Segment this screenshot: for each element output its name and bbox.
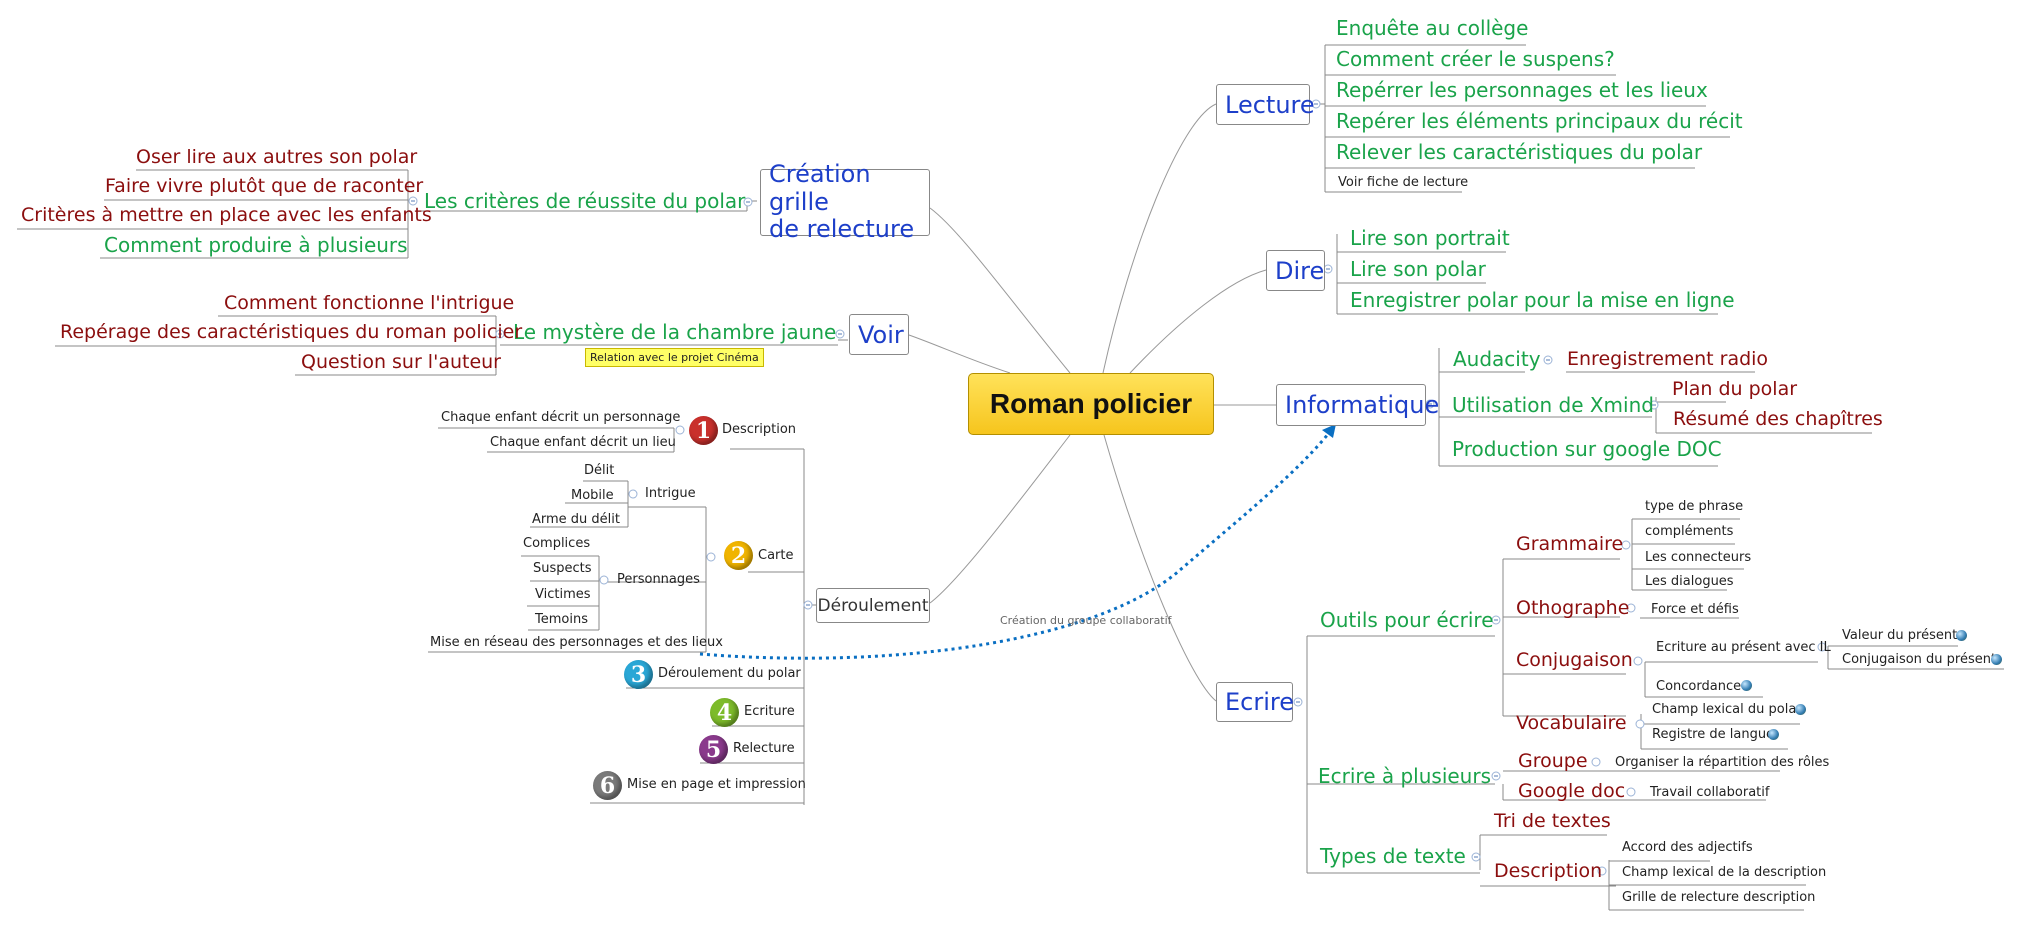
- dire-item-1[interactable]: Lire son portrait: [1350, 226, 1510, 250]
- conj-valeur[interactable]: Valeur du présent: [1842, 628, 1958, 643]
- branch-voir-label: Voir: [858, 320, 904, 349]
- plusieurs-googledoc[interactable]: Google doc: [1518, 780, 1626, 802]
- grammaire-item-2[interactable]: compléments: [1645, 524, 1734, 539]
- grammaire-item-4[interactable]: Les dialogues: [1645, 574, 1734, 589]
- branch-voir[interactable]: Voir: [849, 314, 909, 355]
- creation-label-line2: de relecture: [769, 215, 915, 244]
- desc-item-3[interactable]: Grille de relecture description: [1622, 890, 1816, 905]
- branch-informatique-label: Informatique: [1285, 391, 1440, 419]
- ecrire-outils[interactable]: Outils pour écrire: [1320, 608, 1494, 632]
- ecrire-othographe[interactable]: Othographe: [1516, 597, 1630, 619]
- perso-complices[interactable]: Complices: [523, 536, 591, 551]
- lecture-item-5[interactable]: Relever les caractéristiques du polar: [1336, 140, 1703, 164]
- grammaire-item-3[interactable]: Les connecteurs: [1645, 550, 1752, 565]
- deroulement-mise-en-page[interactable]: Mise en page et impression: [627, 777, 806, 792]
- lecture-item-2[interactable]: Comment créer le suspens?: [1336, 47, 1615, 71]
- branch-ecrire[interactable]: Ecrire: [1216, 682, 1294, 722]
- othographe-force[interactable]: Force et défis: [1651, 602, 1739, 617]
- perso-temoins[interactable]: Temoins: [535, 612, 588, 627]
- voir-item-3[interactable]: Question sur l'auteur: [301, 351, 501, 373]
- branch-informatique[interactable]: Informatique: [1276, 384, 1439, 426]
- ecrire-conjugaison[interactable]: Conjugaison: [1516, 649, 1633, 671]
- branch-deroulement[interactable]: Déroulement: [816, 588, 930, 623]
- dire-item-2[interactable]: Lire son polar: [1350, 257, 1486, 281]
- info-google[interactable]: Production sur google DOC: [1452, 437, 1722, 461]
- ecrire-vocabulaire[interactable]: Vocabulaire: [1516, 712, 1627, 734]
- desc-item-1[interactable]: Accord des adjectifs: [1622, 840, 1753, 855]
- number-6-icon: 6: [593, 771, 622, 800]
- creation-comment[interactable]: Comment produire à plusieurs: [104, 233, 408, 257]
- branch-creation-grille[interactable]: Création grille de relecture: [760, 160, 930, 243]
- info-plan[interactable]: Plan du polar: [1672, 378, 1798, 400]
- voir-mystere[interactable]: Le mystère de la chambre jaune: [513, 320, 837, 344]
- globe-icon: [1741, 680, 1752, 691]
- branch-deroulement-label: Déroulement: [817, 595, 929, 616]
- plusieurs-groupe[interactable]: Groupe: [1518, 750, 1588, 772]
- intrigue-arme[interactable]: Arme du délit: [532, 512, 620, 527]
- carte-reseau[interactable]: Mise en réseau des personnages et des li…: [430, 635, 723, 650]
- branch-dire[interactable]: Dire: [1266, 250, 1325, 291]
- branch-ecrire-label: Ecrire: [1225, 688, 1294, 716]
- googledoc-travail[interactable]: Travail collaboratif: [1650, 785, 1770, 800]
- ecrire-plusieurs[interactable]: Ecrire à plusieurs: [1318, 764, 1491, 788]
- creation-criteres[interactable]: Les critères de réussite du polar: [424, 189, 746, 213]
- voir-item-1[interactable]: Comment fonctionne l'intrigue: [224, 292, 515, 314]
- conj-ecriture-il[interactable]: Ecriture au présent avec IL: [1656, 640, 1831, 655]
- deroulement-polar[interactable]: Déroulement du polar: [658, 666, 801, 681]
- relationship-label[interactable]: Création du groupe collaboratif: [1000, 614, 1172, 627]
- number-4-icon: 4: [710, 698, 739, 727]
- voir-item-2[interactable]: Repérage des caractéristiques du roman p…: [60, 321, 523, 343]
- desc-lieu[interactable]: Chaque enfant décrit un lieu: [490, 435, 676, 450]
- intrigue-mobile[interactable]: Mobile: [571, 488, 614, 503]
- deroulement-carte[interactable]: Carte: [758, 548, 794, 563]
- globe-icon: [1991, 654, 2002, 665]
- central-topic[interactable]: Roman policier: [968, 373, 1214, 435]
- desc-item-2[interactable]: Champ lexical de la description: [1622, 865, 1827, 880]
- carte-personnages[interactable]: Personnages: [617, 572, 700, 587]
- conj-concordance[interactable]: Concordance: [1656, 679, 1742, 694]
- grammaire-item-1[interactable]: type de phrase: [1645, 499, 1744, 514]
- lecture-item-4[interactable]: Repérer les éléments principaux du récit: [1336, 109, 1743, 133]
- info-resume[interactable]: Résumé des chapîtres: [1673, 408, 1883, 430]
- voc-champ-polar[interactable]: Champ lexical du polar: [1652, 702, 1802, 717]
- deroulement-description[interactable]: Description: [722, 422, 797, 437]
- perso-victimes[interactable]: Victimes: [535, 587, 591, 602]
- voc-registre[interactable]: Registre de langue: [1652, 727, 1775, 742]
- branch-lecture-label: Lecture: [1225, 90, 1315, 119]
- deroulement-ecriture[interactable]: Ecriture: [744, 704, 795, 719]
- perso-suspects[interactable]: Suspects: [533, 561, 592, 576]
- ecrire-types[interactable]: Types de texte: [1320, 844, 1466, 868]
- branch-lecture[interactable]: Lecture: [1216, 84, 1315, 125]
- creation-label-line1: Création grille: [769, 160, 871, 216]
- number-1-icon: 1: [689, 416, 718, 445]
- info-audacity[interactable]: Audacity: [1453, 347, 1541, 371]
- dire-item-3[interactable]: Enregistrer polar pour la mise en ligne: [1350, 288, 1735, 312]
- lecture-item-1[interactable]: Enquête au collège: [1336, 16, 1529, 40]
- number-5-icon: 5: [699, 735, 728, 764]
- creation-item-1[interactable]: Oser lire aux autres son polar: [136, 146, 418, 168]
- info-xmind[interactable]: Utilisation de Xmind: [1452, 393, 1654, 417]
- groupe-organiser[interactable]: Organiser la répartition des rôles: [1615, 755, 1830, 770]
- globe-icon: [1768, 729, 1779, 740]
- number-2-icon: 2: [724, 541, 753, 570]
- branch-dire-label: Dire: [1275, 256, 1325, 285]
- lecture-fiche[interactable]: Voir fiche de lecture: [1338, 175, 1469, 190]
- deroulement-relecture[interactable]: Relecture: [733, 741, 795, 756]
- types-description[interactable]: Description: [1494, 860, 1603, 882]
- carte-intrigue[interactable]: Intrigue: [645, 486, 696, 501]
- lecture-item-3[interactable]: Repérrer les personnages et les lieux: [1336, 78, 1708, 102]
- conj-present[interactable]: Conjugaison du présent: [1842, 652, 1997, 667]
- desc-personnage[interactable]: Chaque enfant décrit un personnage: [441, 410, 681, 425]
- info-enregistrement[interactable]: Enregistrement radio: [1567, 348, 1769, 370]
- voir-note[interactable]: Relation avec le projet Cinéma: [585, 348, 764, 367]
- intrigue-delit[interactable]: Délit: [584, 463, 615, 478]
- ecrire-grammaire[interactable]: Grammaire: [1516, 533, 1624, 555]
- creation-item-3[interactable]: Critères à mettre en place avec les enfa…: [21, 204, 432, 226]
- creation-item-2[interactable]: Faire vivre plutôt que de raconter: [105, 175, 424, 197]
- number-3-icon: 3: [624, 660, 653, 689]
- globe-icon: [1956, 630, 1967, 641]
- types-tri[interactable]: Tri de textes: [1494, 810, 1611, 832]
- globe-icon: [1795, 704, 1806, 715]
